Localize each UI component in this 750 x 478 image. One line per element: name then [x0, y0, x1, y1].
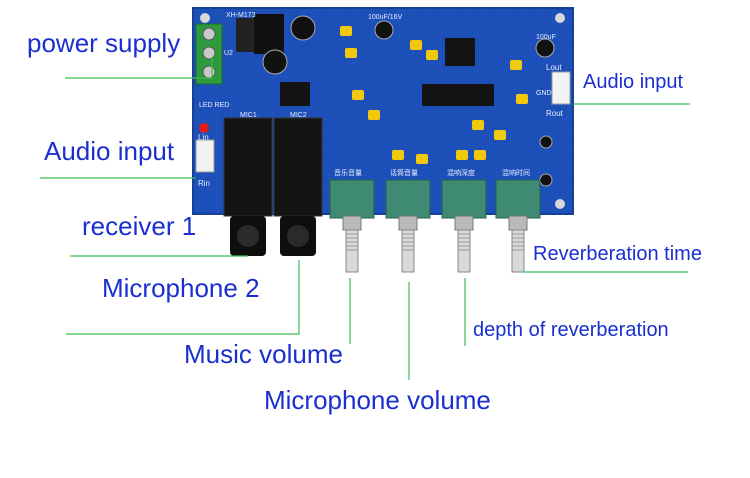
- mount-hole: [200, 13, 210, 23]
- board-mic1-text: MIC1: [240, 112, 257, 119]
- board-cap-top-text: 100uF/16V: [368, 14, 403, 21]
- audio-connector-right: [551, 71, 571, 105]
- music-volume-knob: [329, 179, 375, 273]
- label-power-supply: power supply: [27, 28, 181, 58]
- microphone-jack-2: [273, 117, 323, 256]
- board-led-text: LED RED: [199, 102, 230, 109]
- label-reverberation-time: Reverberation time: [533, 243, 702, 265]
- board-cap-right-text: 100uF: [536, 34, 556, 41]
- reverb-time-knob: [495, 179, 541, 273]
- board-knob-depth-text: 混响深度: [447, 170, 475, 177]
- audio-connector-left: [195, 139, 215, 173]
- microphone-volume-knob: [385, 179, 431, 273]
- power-inductor: [254, 14, 284, 54]
- board-lout-text: Lout: [546, 63, 562, 72]
- ic-chip: [445, 38, 475, 66]
- board-rin-text: Rin: [198, 179, 211, 188]
- red-led: [199, 123, 209, 133]
- leader-lines: [40, 57, 690, 380]
- label-music-volume: Music volume: [184, 339, 343, 369]
- board-gnd-text: GND: [536, 90, 552, 97]
- electrolytic-capacitor: [539, 173, 553, 187]
- electrolytic-capacitor: [535, 38, 555, 58]
- reverb-depth-knob: [441, 179, 487, 273]
- label-audio-input-left: Audio input: [44, 136, 175, 166]
- microphone-jack-1: [223, 117, 273, 256]
- label-receiver-1: receiver 1: [82, 211, 197, 241]
- board-rout-text: Rout: [546, 109, 563, 118]
- board-model-text: XH-M173: [226, 12, 256, 19]
- mount-hole: [555, 13, 565, 23]
- board-mic2-text: MIC2: [290, 112, 307, 119]
- label-depth-of-reverberation: depth of reverberation: [473, 319, 669, 341]
- film-capacitors: [340, 26, 528, 164]
- label-audio-input-right: Audio input: [583, 71, 684, 93]
- ic-chip: [422, 84, 494, 106]
- voltage-regulator: [236, 18, 254, 52]
- board-knob-mic-text: 话筒音量: [390, 170, 418, 177]
- mount-hole: [555, 199, 565, 209]
- board-lin-text: Lin: [198, 133, 209, 142]
- power-terminal-block: [195, 23, 223, 85]
- label-microphone-volume: Microphone volume: [264, 385, 491, 415]
- board-u2-text: U2: [224, 50, 233, 57]
- electrolytic-capacitor: [290, 15, 316, 41]
- electrolytic-capacitor: [374, 20, 394, 40]
- board-knob-music-text: 音乐音量: [334, 170, 362, 177]
- electrolytic-capacitor: [262, 49, 288, 75]
- board-knob-time-text: 混响时间: [502, 170, 530, 177]
- label-microphone-2: Microphone 2: [102, 273, 260, 303]
- electrolytic-capacitor: [539, 135, 553, 149]
- ic-chip: [280, 82, 310, 106]
